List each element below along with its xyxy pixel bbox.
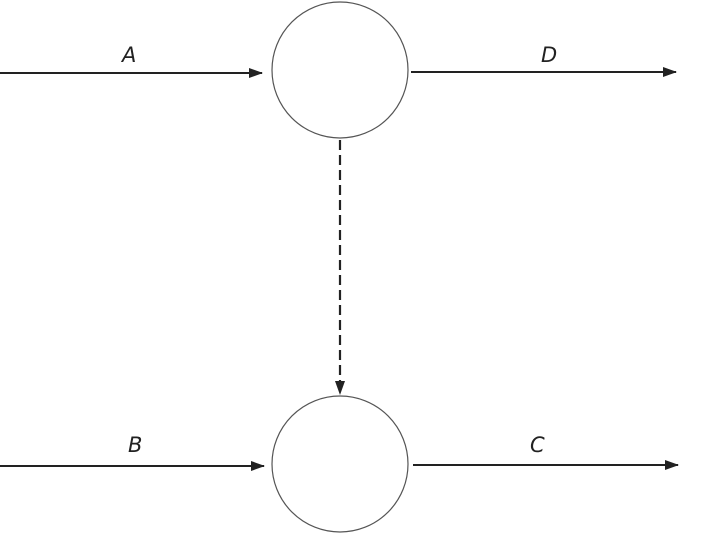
node-top bbox=[271, 1, 409, 139]
edge-d-label: D bbox=[541, 43, 557, 67]
edge-b-label: B bbox=[128, 433, 142, 457]
node-bottom bbox=[271, 395, 409, 533]
edge-c-label: C bbox=[530, 433, 545, 457]
edge-a-label: A bbox=[120, 43, 136, 67]
